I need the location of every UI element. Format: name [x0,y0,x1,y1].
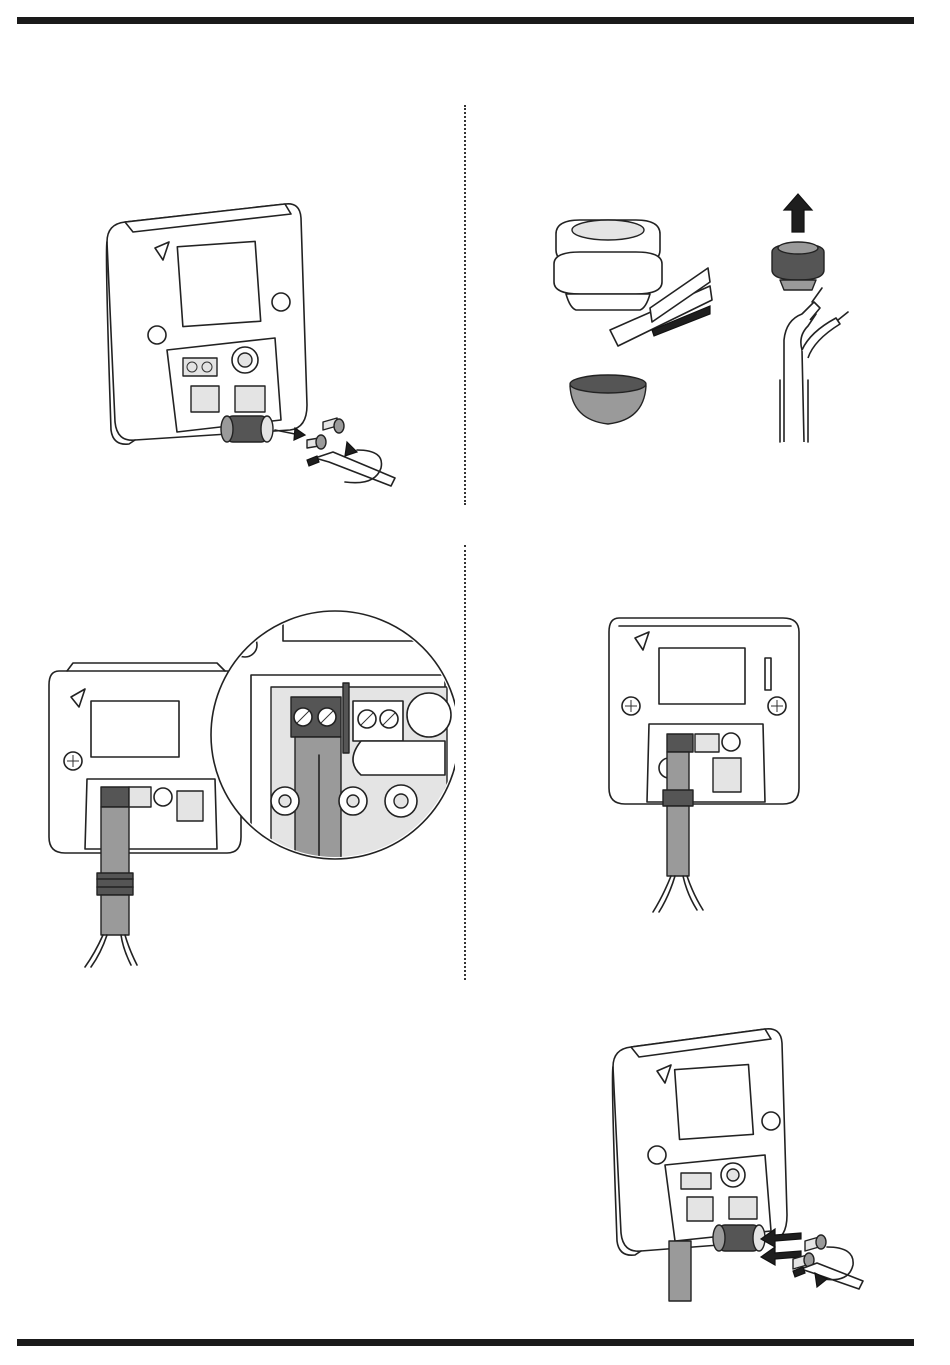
figure-step-1 [95,190,415,500]
small-grommet-icon [772,242,824,290]
cut-cap-icon [570,375,646,424]
cable-gland-icon [221,416,273,442]
screwdriver-icon [307,452,395,486]
grommet-icon [554,220,662,310]
cable-gland-icon [713,1225,765,1251]
device-back-icon [613,1029,788,1301]
figure-step-3 [45,605,455,975]
device-front-icon [609,618,799,804]
device-front-icon [49,663,241,853]
figure-step-5 [605,1025,875,1305]
pull-up-arrow-icon [784,194,812,232]
column-separator-top [464,105,466,505]
column-separator-bottom [464,545,466,980]
top-rule [17,17,914,24]
figure-step-4 [605,610,805,920]
screw-icon [307,418,344,449]
stripped-cable-icon [780,288,848,442]
device-back-icon [107,204,308,444]
figure-step-2 [540,190,870,450]
magnifier-detail-icon [211,607,455,877]
bottom-rule [17,1339,914,1346]
